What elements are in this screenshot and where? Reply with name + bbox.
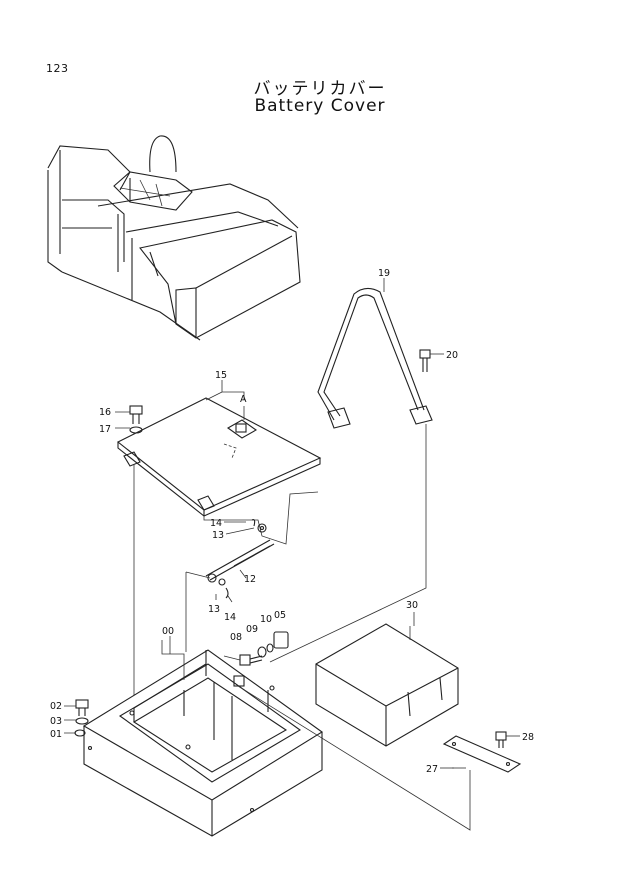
callout-13-lower: 13 (208, 604, 220, 615)
callout-02: 02 (50, 701, 62, 712)
callout-14-upper: 14 (210, 518, 222, 529)
callout-00: 00 (162, 626, 174, 637)
plate-27 (440, 731, 522, 773)
bolt-set-01-03 (64, 699, 89, 737)
callout-20: 20 (446, 350, 458, 361)
callout-30: 30 (406, 600, 418, 611)
callout-27: 27 (426, 764, 438, 775)
callout-28: 28 (522, 732, 534, 743)
callout-16: 16 (99, 407, 111, 418)
callout-08: 08 (230, 632, 242, 643)
callout-05: 05 (274, 610, 286, 621)
machine-overview (47, 135, 301, 341)
callout-10: 10 (260, 614, 272, 625)
gas-spring (185, 519, 275, 652)
battery-box (315, 623, 459, 747)
callout-labels: 15 A 19 20 16 17 14 13 12 13 14 00 05 10… (50, 268, 534, 775)
base-frame (82, 640, 471, 837)
cover-plate (116, 397, 322, 545)
page-number: 123 (46, 62, 69, 75)
title-english: Battery Cover (254, 96, 386, 116)
callout-17: 17 (99, 424, 111, 435)
callout-12: 12 (244, 574, 256, 585)
callout-01: 01 (50, 729, 62, 740)
callout-15: 15 (215, 370, 227, 381)
bolt-16-washer-17 (115, 405, 143, 708)
bolt-20 (419, 349, 444, 372)
callout-03: 03 (50, 716, 62, 727)
callout-09: 09 (246, 624, 258, 635)
handle-rail (269, 287, 433, 663)
detail-label-a: A (240, 394, 247, 405)
title-japanese: バッテリカバー (253, 79, 387, 99)
bolt-set-08-10 (223, 631, 289, 666)
leader-lines (169, 278, 466, 769)
callout-14-lower: 14 (224, 612, 236, 623)
callout-19: 19 (378, 268, 390, 279)
callout-13-upper: 13 (212, 530, 224, 541)
